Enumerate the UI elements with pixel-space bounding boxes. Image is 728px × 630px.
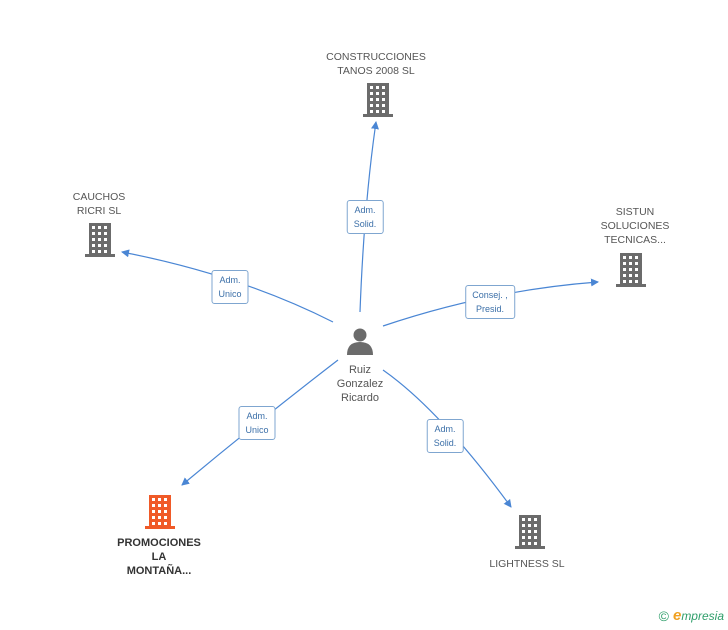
relation-badge-lightness-line: Adm. — [434, 424, 456, 434]
person-icon[interactable] — [347, 328, 373, 356]
company-label-construcciones: CONSTRUCCIONES TANOS 2008 SL — [326, 50, 426, 78]
relation-badge-cauchos-line: Adm. — [219, 275, 241, 285]
company-label-promociones: PROMOCIONES LA MONTAÑA... — [117, 536, 201, 578]
brand-name: mpresia — [681, 608, 724, 623]
relation-badge-construcciones-line: Solid. — [353, 219, 377, 229]
building-icon-construcciones[interactable] — [363, 83, 393, 117]
relation-badge-sistun-line: Presid. — [475, 304, 504, 314]
relation-badge-lightness-line: Solid. — [433, 438, 457, 448]
person-name-label-line: Ricardo — [341, 392, 379, 404]
person-name-label-line: Gonzalez — [336, 378, 384, 390]
company-label-cauchos-line: RICRI SL — [76, 205, 122, 217]
relation-badge-cauchos[interactable]: Adm. Unico — [211, 270, 249, 304]
company-label-sistun-line: SISTUN — [615, 206, 655, 218]
company-label-cauchos-line: CAUCHOS — [72, 191, 126, 203]
relation-badge-construcciones[interactable]: Adm. Solid. — [346, 200, 384, 234]
company-label-cauchos: CAUCHOS RICRI SL — [73, 190, 126, 218]
company-label-construcciones-line: TANOS 2008 SL — [337, 65, 415, 77]
relation-badge-promociones-line: Adm. — [246, 411, 268, 421]
company-label-promociones-line: MONTAÑA... — [126, 565, 192, 577]
relation-badge-promociones[interactable]: Adm. Unico — [238, 406, 276, 440]
brand-initial: e — [672, 607, 682, 624]
company-label-promociones-line: LA — [151, 551, 167, 563]
person-name-label-line: Ruiz — [348, 364, 372, 376]
building-icon-cauchos[interactable] — [85, 223, 115, 257]
relation-badge-sistun[interactable]: Consej. , Presid. — [465, 285, 515, 319]
relation-badge-sistun-line: Consej. , — [472, 290, 508, 300]
company-label-promociones-line: PROMOCIONES — [117, 537, 201, 549]
company-label-construcciones-line: CONSTRUCCIONES — [326, 51, 426, 63]
relation-badge-cauchos-line: Unico — [218, 289, 242, 299]
company-label-lightness-line: LIGHTNESS SL — [489, 558, 565, 570]
building-icon-promociones[interactable] — [145, 495, 175, 529]
relation-badge-lightness[interactable]: Adm. Solid. — [426, 419, 464, 453]
relation-badge-construcciones-line: Adm. — [354, 205, 376, 215]
relation-badge-promociones-line: Unico — [245, 425, 269, 435]
company-label-sistun-line: SOLUCIONES — [600, 220, 670, 232]
copyright-symbol: © — [658, 607, 669, 624]
company-label-sistun: SISTUN SOLUCIONES TECNICAS... — [601, 205, 670, 247]
building-icon-lightness[interactable] — [515, 515, 545, 549]
building-icon-sistun[interactable] — [616, 253, 646, 287]
company-label-sistun-line: TECNICAS... — [604, 234, 666, 246]
company-label-lightness: LIGHTNESS SL — [489, 557, 564, 571]
